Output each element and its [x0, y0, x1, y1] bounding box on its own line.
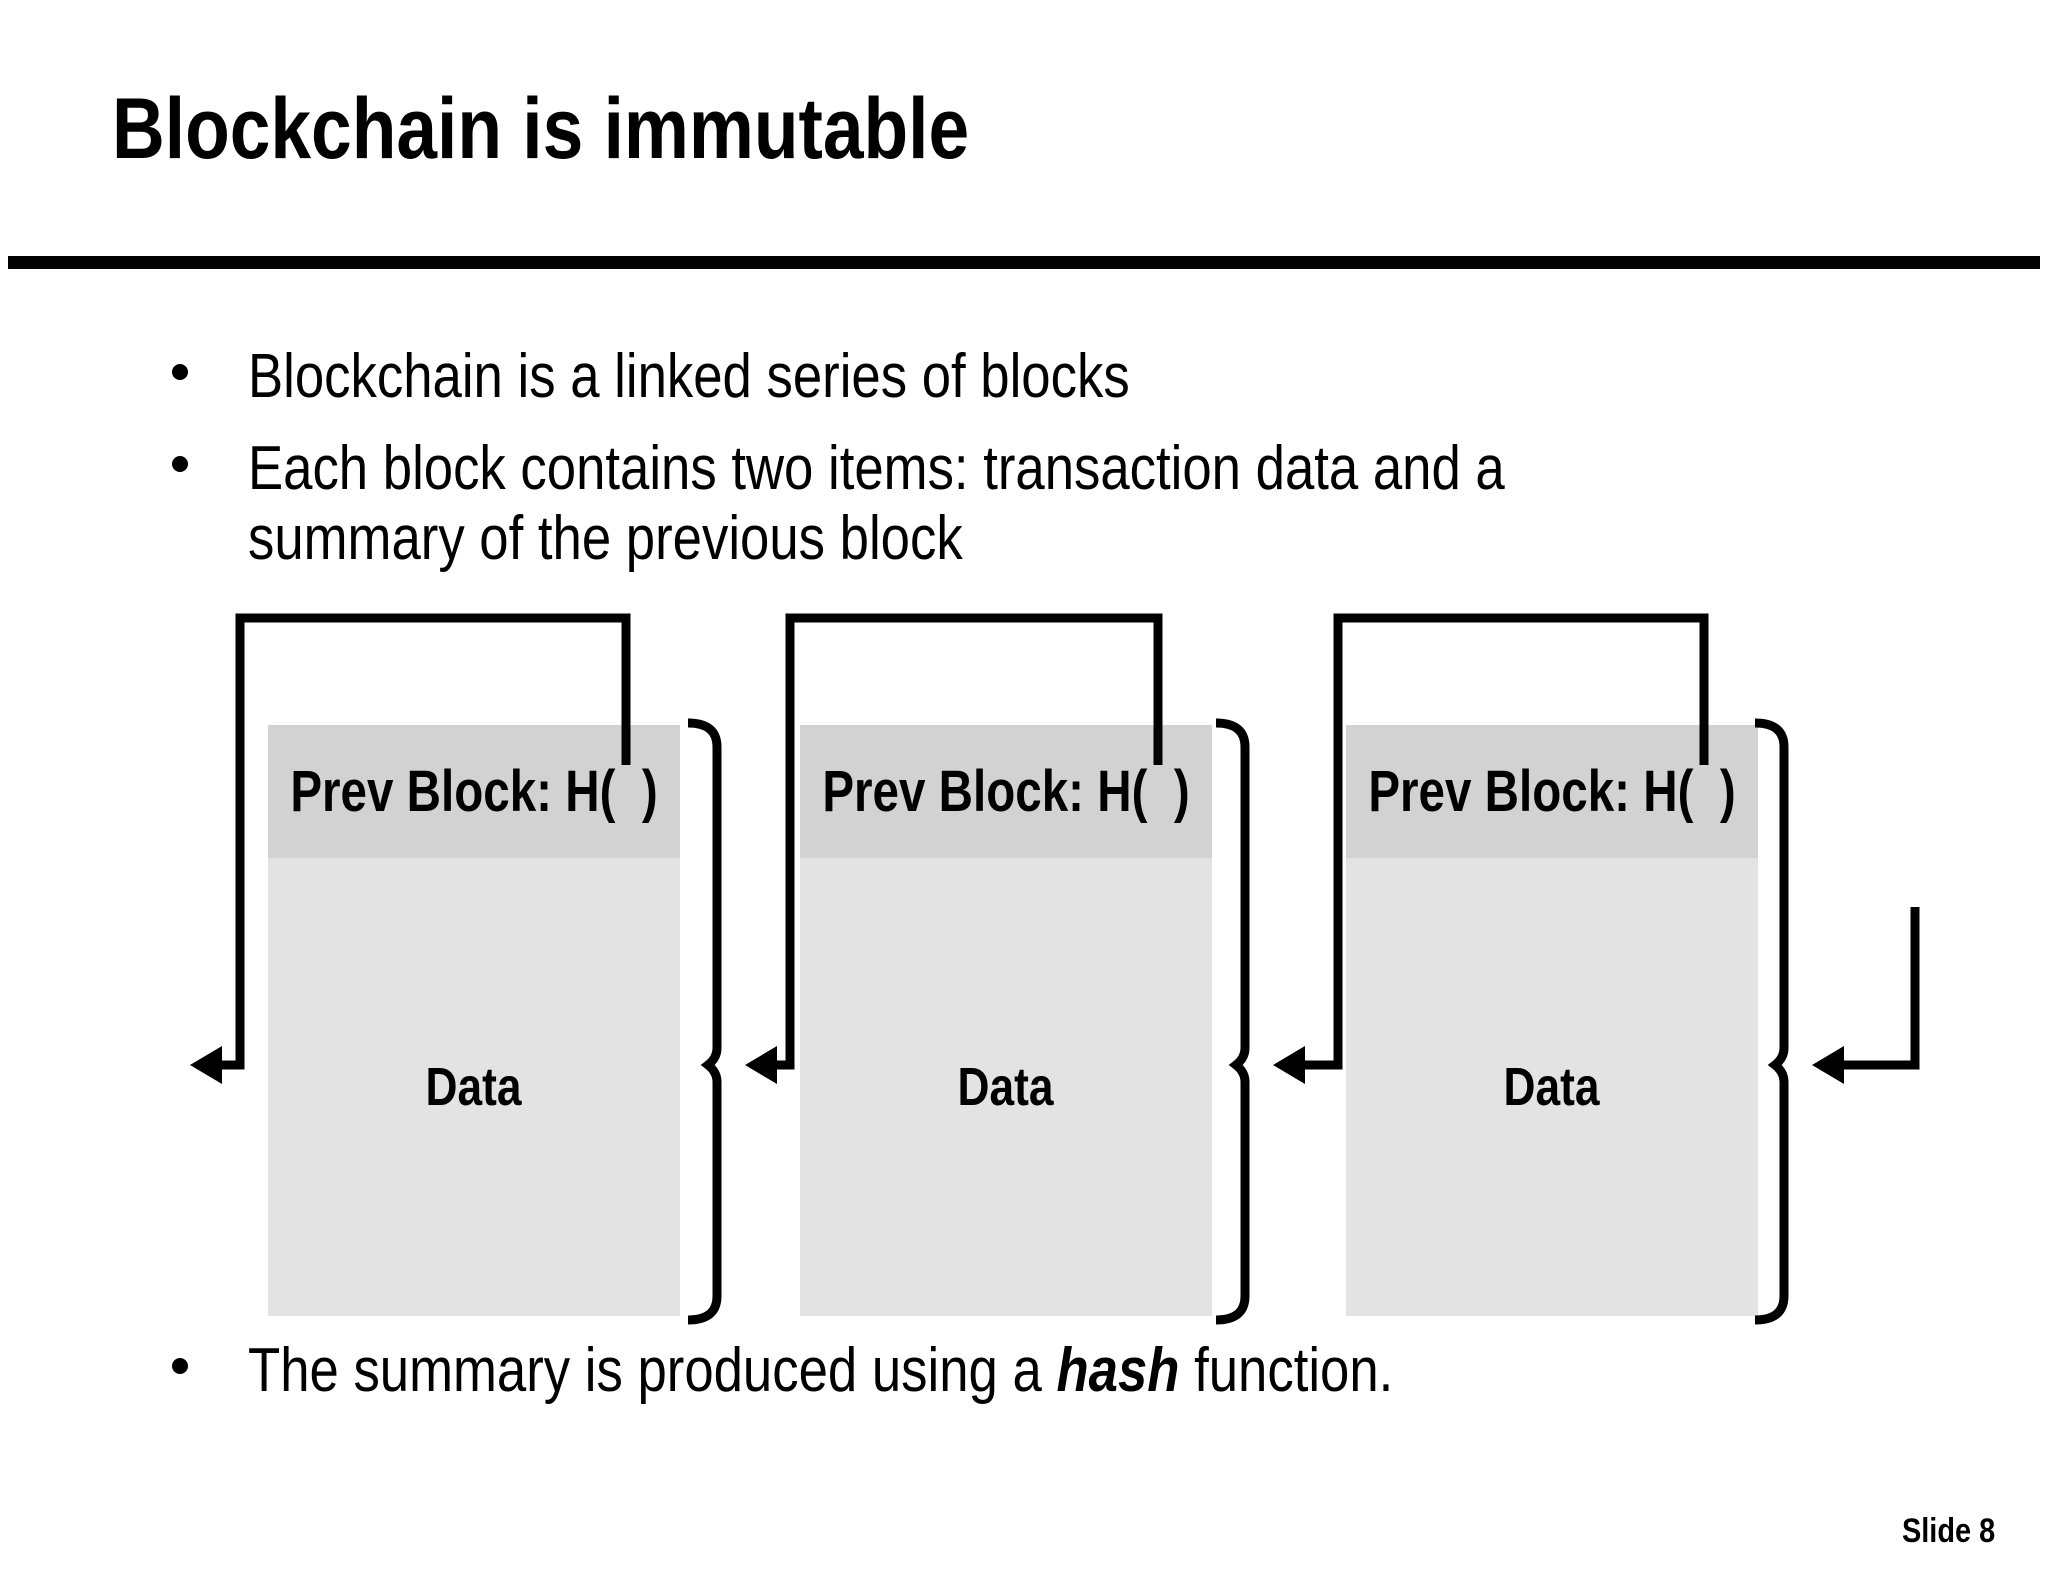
hash-link-arrow	[1842, 907, 1920, 1070]
bullet-line: summary of the previous block	[248, 504, 963, 573]
bullet-line: Each block contains two items: transacti…	[248, 434, 1505, 503]
arrowhead-icon	[1273, 1046, 1305, 1084]
block-2-body: Data	[800, 858, 1212, 1316]
page-title-text: Blockchain is immutable	[112, 81, 970, 177]
block-1-header: Prev Block: H( )	[268, 725, 680, 858]
data-label: Data	[1504, 1057, 1600, 1117]
prev-block-hash-label: Prev Block: H( )	[822, 759, 1190, 824]
bullet-line: Blockchain is a linked series of blocks	[248, 342, 1130, 411]
bullet-line: The summary is produced using a hash fun…	[248, 1336, 1394, 1405]
arrowhead-icon	[190, 1046, 222, 1084]
arrowhead-icon	[745, 1046, 777, 1084]
page-title: Blockchain is immutable	[112, 86, 1120, 172]
block-brace-icon	[687, 718, 722, 1325]
block-3-body: Data	[1346, 858, 1758, 1316]
block-3: Prev Block: H( ) Data	[1346, 725, 1758, 1316]
data-label: Data	[958, 1057, 1054, 1117]
block-2-header: Prev Block: H( )	[800, 725, 1212, 858]
prev-block-hash-label: Prev Block: H( )	[1368, 759, 1736, 824]
title-divider	[8, 256, 2040, 269]
block-2: Prev Block: H( ) Data	[800, 725, 1212, 1316]
bullet-item: Each block contains two items: transacti…	[172, 434, 1727, 574]
bullet-icon	[172, 1358, 188, 1374]
block-1: Prev Block: H( ) Data	[268, 725, 680, 1316]
block-1-body: Data	[268, 858, 680, 1316]
arrowhead-icon	[1812, 1046, 1844, 1084]
bullet-icon	[172, 364, 188, 380]
bullet-item: Blockchain is a linked series of blocks	[172, 342, 1285, 412]
block-3-header: Prev Block: H( )	[1346, 725, 1758, 858]
block-brace-icon	[1215, 718, 1250, 1325]
block-brace-icon	[1754, 718, 1789, 1325]
bullet-icon	[172, 456, 188, 472]
slide-number: Slide 8	[1902, 1512, 1996, 1550]
data-label: Data	[426, 1057, 522, 1117]
hash-emphasis: hash	[1056, 1336, 1180, 1405]
prev-block-hash-label: Prev Block: H( )	[290, 759, 658, 824]
bullet-item: The summary is produced using a hash fun…	[172, 1336, 1595, 1406]
